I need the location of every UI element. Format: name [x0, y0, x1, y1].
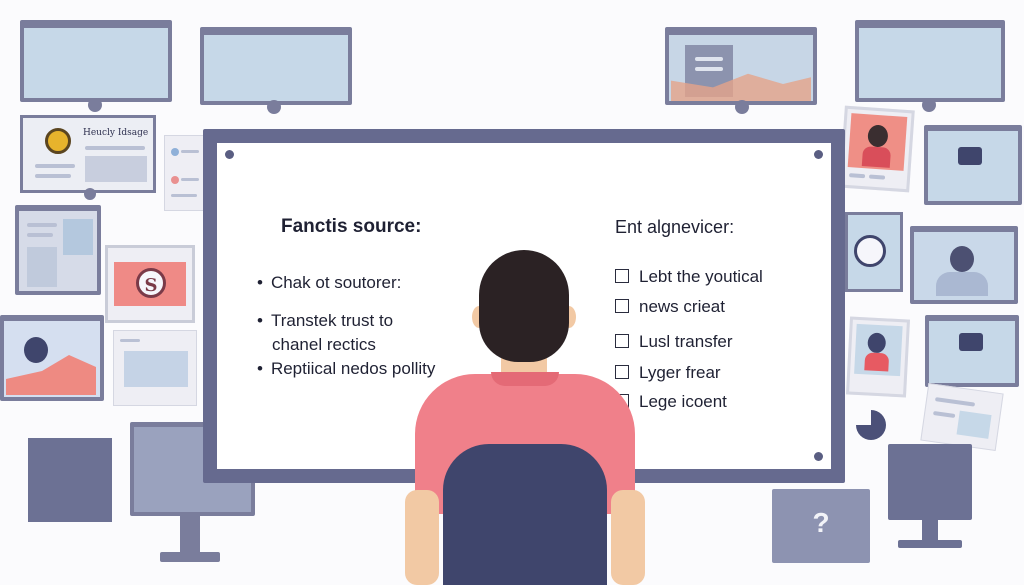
chat-bubble-icon [958, 147, 982, 165]
monitor-stand [735, 100, 749, 114]
left-heading: Fanctis source: [281, 216, 422, 237]
monitor-top-right-1 [665, 27, 817, 105]
monitor-chat [924, 125, 1022, 205]
chair [443, 444, 607, 585]
pin-icon [814, 150, 823, 159]
whiteboard: Fanctis source: Chak ot soutorer: Transt… [203, 129, 845, 483]
monitor-top-right-2 [855, 20, 1005, 102]
logo-icon [45, 128, 71, 154]
question-monitor: ? [772, 489, 870, 563]
badge-card: S [105, 245, 195, 323]
avatar-icon [950, 246, 974, 272]
pie-chart-icon [856, 410, 886, 440]
seal-icon [854, 235, 886, 267]
note-sheet [920, 382, 1004, 452]
monitor-stand [267, 100, 281, 114]
document-sheet [164, 135, 204, 211]
desktop-monitor-right [888, 444, 972, 520]
pin-icon [225, 150, 234, 159]
question-icon: ? [812, 507, 830, 538]
person-illustration [405, 248, 645, 585]
monitor-stand [922, 98, 936, 112]
monitor-top-left-2 [200, 27, 352, 105]
avatar-card [846, 316, 910, 398]
checklist-item: Lusl transfer [615, 330, 733, 354]
monitor-left-mid [15, 205, 101, 295]
left-item: Chak ot soutorer: [257, 271, 401, 295]
monitor-stand [88, 98, 102, 112]
left-item-continued: chanel rectics [272, 335, 376, 354]
profile-card [839, 105, 915, 193]
chat-bubble-icon [959, 333, 983, 351]
checkbox-icon[interactable] [615, 334, 629, 348]
monitor-chat-2 [925, 315, 1019, 387]
monitor-person [910, 226, 1018, 304]
monitor-stand [84, 188, 96, 200]
browser-sheet [113, 330, 197, 406]
checkbox-icon[interactable] [615, 299, 629, 313]
pin-icon [814, 452, 823, 461]
right-heading: Ent algnevicer: [615, 217, 735, 237]
checklist-item: Lebt the youtical [615, 265, 763, 289]
monitor-left-bottom [0, 315, 104, 401]
checkbox-icon[interactable] [615, 365, 629, 379]
left-item: Reptiical nedos pollity [257, 357, 435, 381]
checklist-item: Lyger frear [615, 361, 721, 385]
hair [479, 250, 569, 362]
seal-card [845, 212, 903, 292]
monitor-top-left [20, 20, 172, 102]
left-item: Transtek trust to [257, 309, 393, 333]
checkbox-icon[interactable] [615, 269, 629, 283]
square-panel [28, 438, 112, 522]
website-card: Heucly Idsage [20, 115, 156, 193]
card-title: Heucly Idsage [83, 128, 149, 138]
badge-icon: S [136, 268, 166, 298]
checklist-item: news crieat [615, 295, 725, 319]
avatar-icon [24, 337, 48, 363]
